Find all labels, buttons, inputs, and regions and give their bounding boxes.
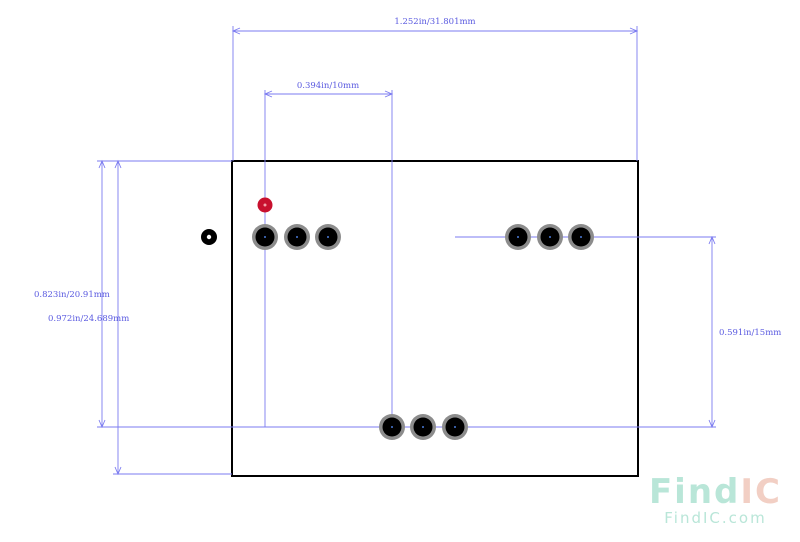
pad bbox=[379, 414, 405, 440]
pad bbox=[537, 224, 563, 250]
watermark-url: FindIC.com bbox=[664, 509, 767, 527]
pad bbox=[252, 224, 278, 250]
dim-inner-height: 0.823in/20.91mm bbox=[34, 290, 110, 300]
dim-overall-width: 1.252in/31.801mm bbox=[394, 17, 475, 27]
pad-group-top-right bbox=[505, 224, 594, 250]
pad bbox=[410, 414, 436, 440]
watermark-logo: FindIC bbox=[649, 474, 782, 510]
pin1-marker bbox=[257, 197, 273, 213]
pad bbox=[568, 224, 594, 250]
dim-outer-height: 0.972in/24.689mm bbox=[48, 314, 129, 324]
dim-right-offset: 0.591in/15mm bbox=[719, 328, 781, 338]
pad-group-top-left bbox=[252, 224, 341, 250]
findic-watermark: FindIC FindIC.com bbox=[649, 474, 782, 526]
pad bbox=[315, 224, 341, 250]
watermark-logo-find: Find bbox=[648, 472, 741, 512]
pad bbox=[442, 414, 468, 440]
dim-pin-offset: 0.394in/10mm bbox=[297, 81, 359, 91]
watermark-logo-ic: IC bbox=[740, 472, 782, 512]
dimension-lines bbox=[97, 26, 716, 476]
pad-group-bottom-center bbox=[379, 414, 468, 440]
pad bbox=[284, 224, 310, 250]
pad bbox=[505, 224, 531, 250]
mounting-hole bbox=[201, 229, 217, 245]
